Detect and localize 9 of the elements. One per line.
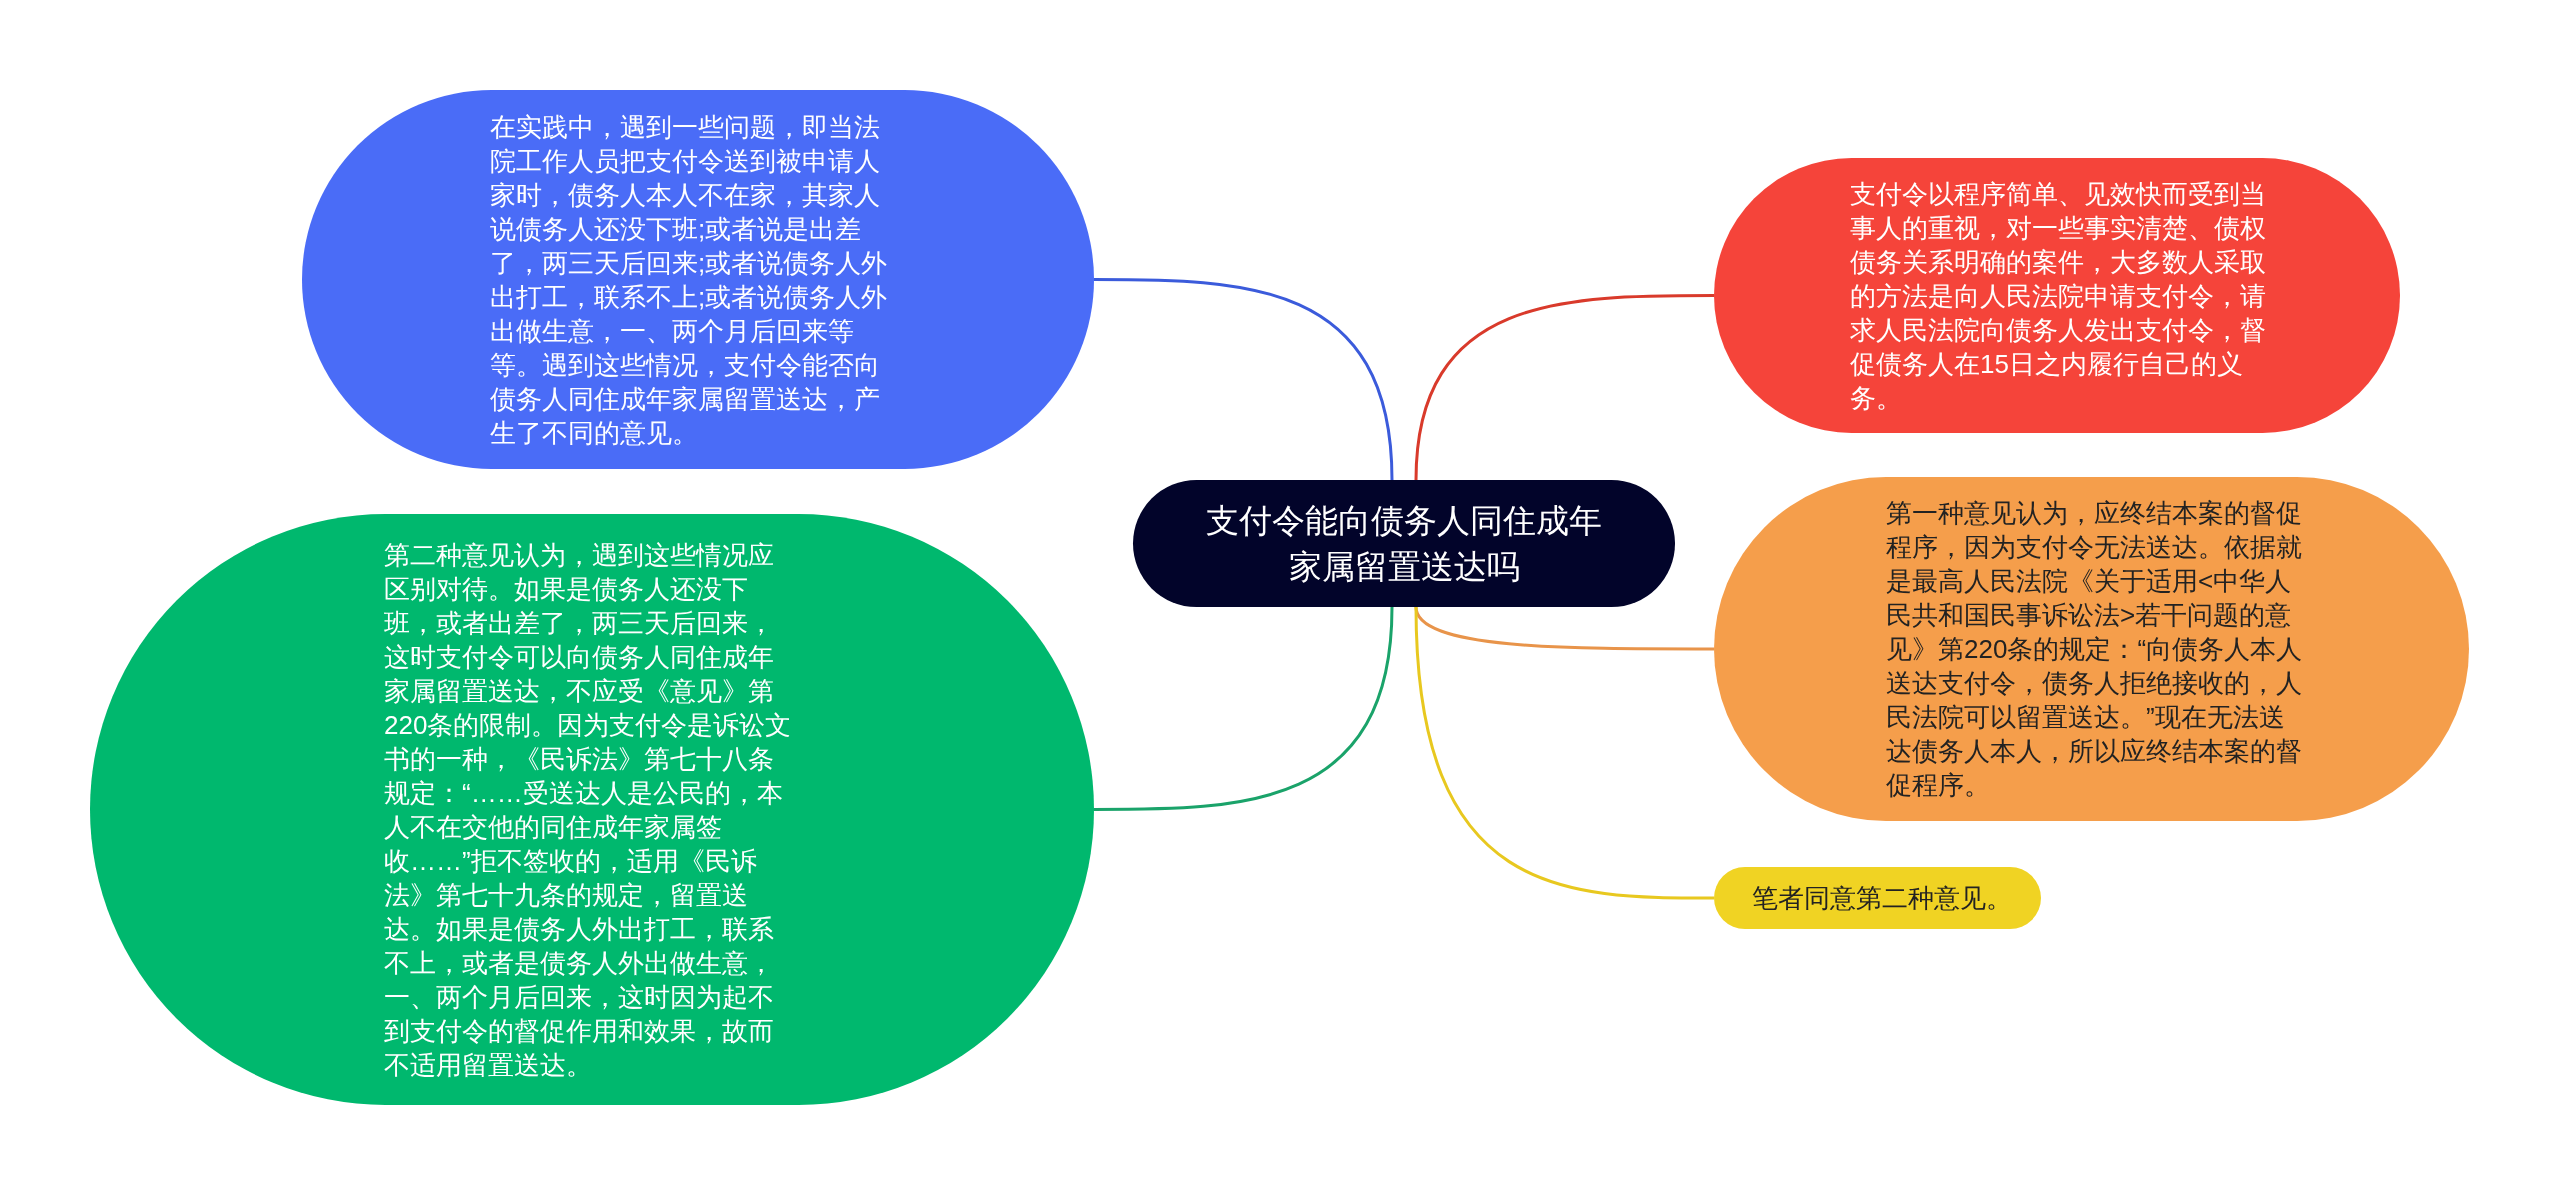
connector-line xyxy=(1414,294,1714,481)
topic-text: 在实践中，遇到一些问题，即当法院工作人员把支付令送到被申请人家时，债务人本人不在家，其家人说债务人还没下班;或者说是出差了，两三天后回来;或者说债务人外出打工，联系不上;或者说债务人外出做生意，一、两个月后回来等等。遇到这些情况，支付令能否向债务人同住成年家属留置送达，产生了不同的意见。 xyxy=(490,110,889,450)
topic-text: 支付令以程序简单、见效快而受到当事人的重视，对一些事实清楚、债权债务关系明确的案件，大多数人采取的方法是向人民法院申请支付令，请求人民法院向债务人发出支付令，督促债务人在15日之内履行自己的义务。 xyxy=(1850,177,2267,415)
topic-text: 第一种意见认为，应终结本案的督促程序，因为支付令无法送达。依据就是最高人民法院《关于适用<中华人民共和国民事诉讼法>若干问题的意见》第220条的规定：“向债务人本人送达支付令，债务人拒绝接收的，人民法院可以留置送达。”现在无法送达债务人本人，所以应终结本案的督促程序。 xyxy=(1886,497,2304,802)
connector-line xyxy=(1094,278,1394,481)
topic-text: 第二种意见认为，遇到这些情况应区别对待。如果是债务人还没下班，或者出差了，两三天后回来，这时支付令可以向债务人同住成年家属留置送达，不应受《意见》第220条的限制。因为支付令是诉讼文书的一种，《民诉法》第七十八条规定：“……受送达人是公民的，本人不在交他的同住成年家属签收……”拒不签收的，适用《民诉法》第七十九条的规定，留置送达。如果是债务人外出打工，联系不上，或者是债务人外出做生意，一、两个月后回来，这时因为起不到支付令的督促作用和效果，故而不适用留置送达。 xyxy=(384,538,793,1082)
topic-text: 支付令能向债务人同住成年家属留置送达吗 xyxy=(1205,500,1603,587)
topic-text: 笔者同意第二种意见。 xyxy=(1752,882,2013,915)
connector-line xyxy=(1094,606,1394,811)
